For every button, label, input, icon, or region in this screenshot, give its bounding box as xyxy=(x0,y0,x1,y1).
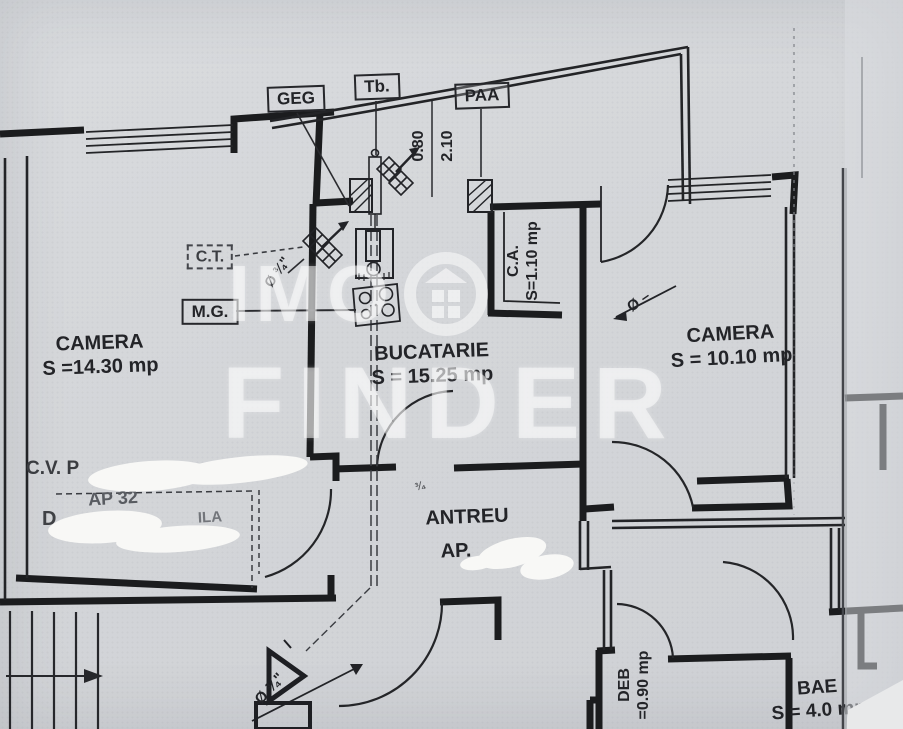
gas-pipe-symbol xyxy=(368,148,382,229)
stairs xyxy=(6,611,103,729)
window-left xyxy=(85,124,234,154)
whiteout-blobs xyxy=(48,455,903,729)
page-crease xyxy=(841,0,903,729)
dashed-lines xyxy=(55,28,795,652)
label-ct: C.T. xyxy=(186,244,234,270)
boiler-symbol xyxy=(355,228,394,281)
window-right xyxy=(667,174,772,202)
closet-inner-lines xyxy=(503,212,561,304)
leader-lines xyxy=(235,101,482,312)
walls-thick xyxy=(0,108,903,729)
flow-arrows xyxy=(251,147,677,722)
chimney-flue-symbols xyxy=(301,155,415,270)
label-mg: M.G. xyxy=(181,298,239,326)
section-markers xyxy=(254,639,312,729)
walls-thin xyxy=(3,45,846,650)
annotation-cv: C.V. P xyxy=(26,458,80,479)
stove-symbol xyxy=(352,283,401,327)
door-arcs xyxy=(264,184,795,708)
